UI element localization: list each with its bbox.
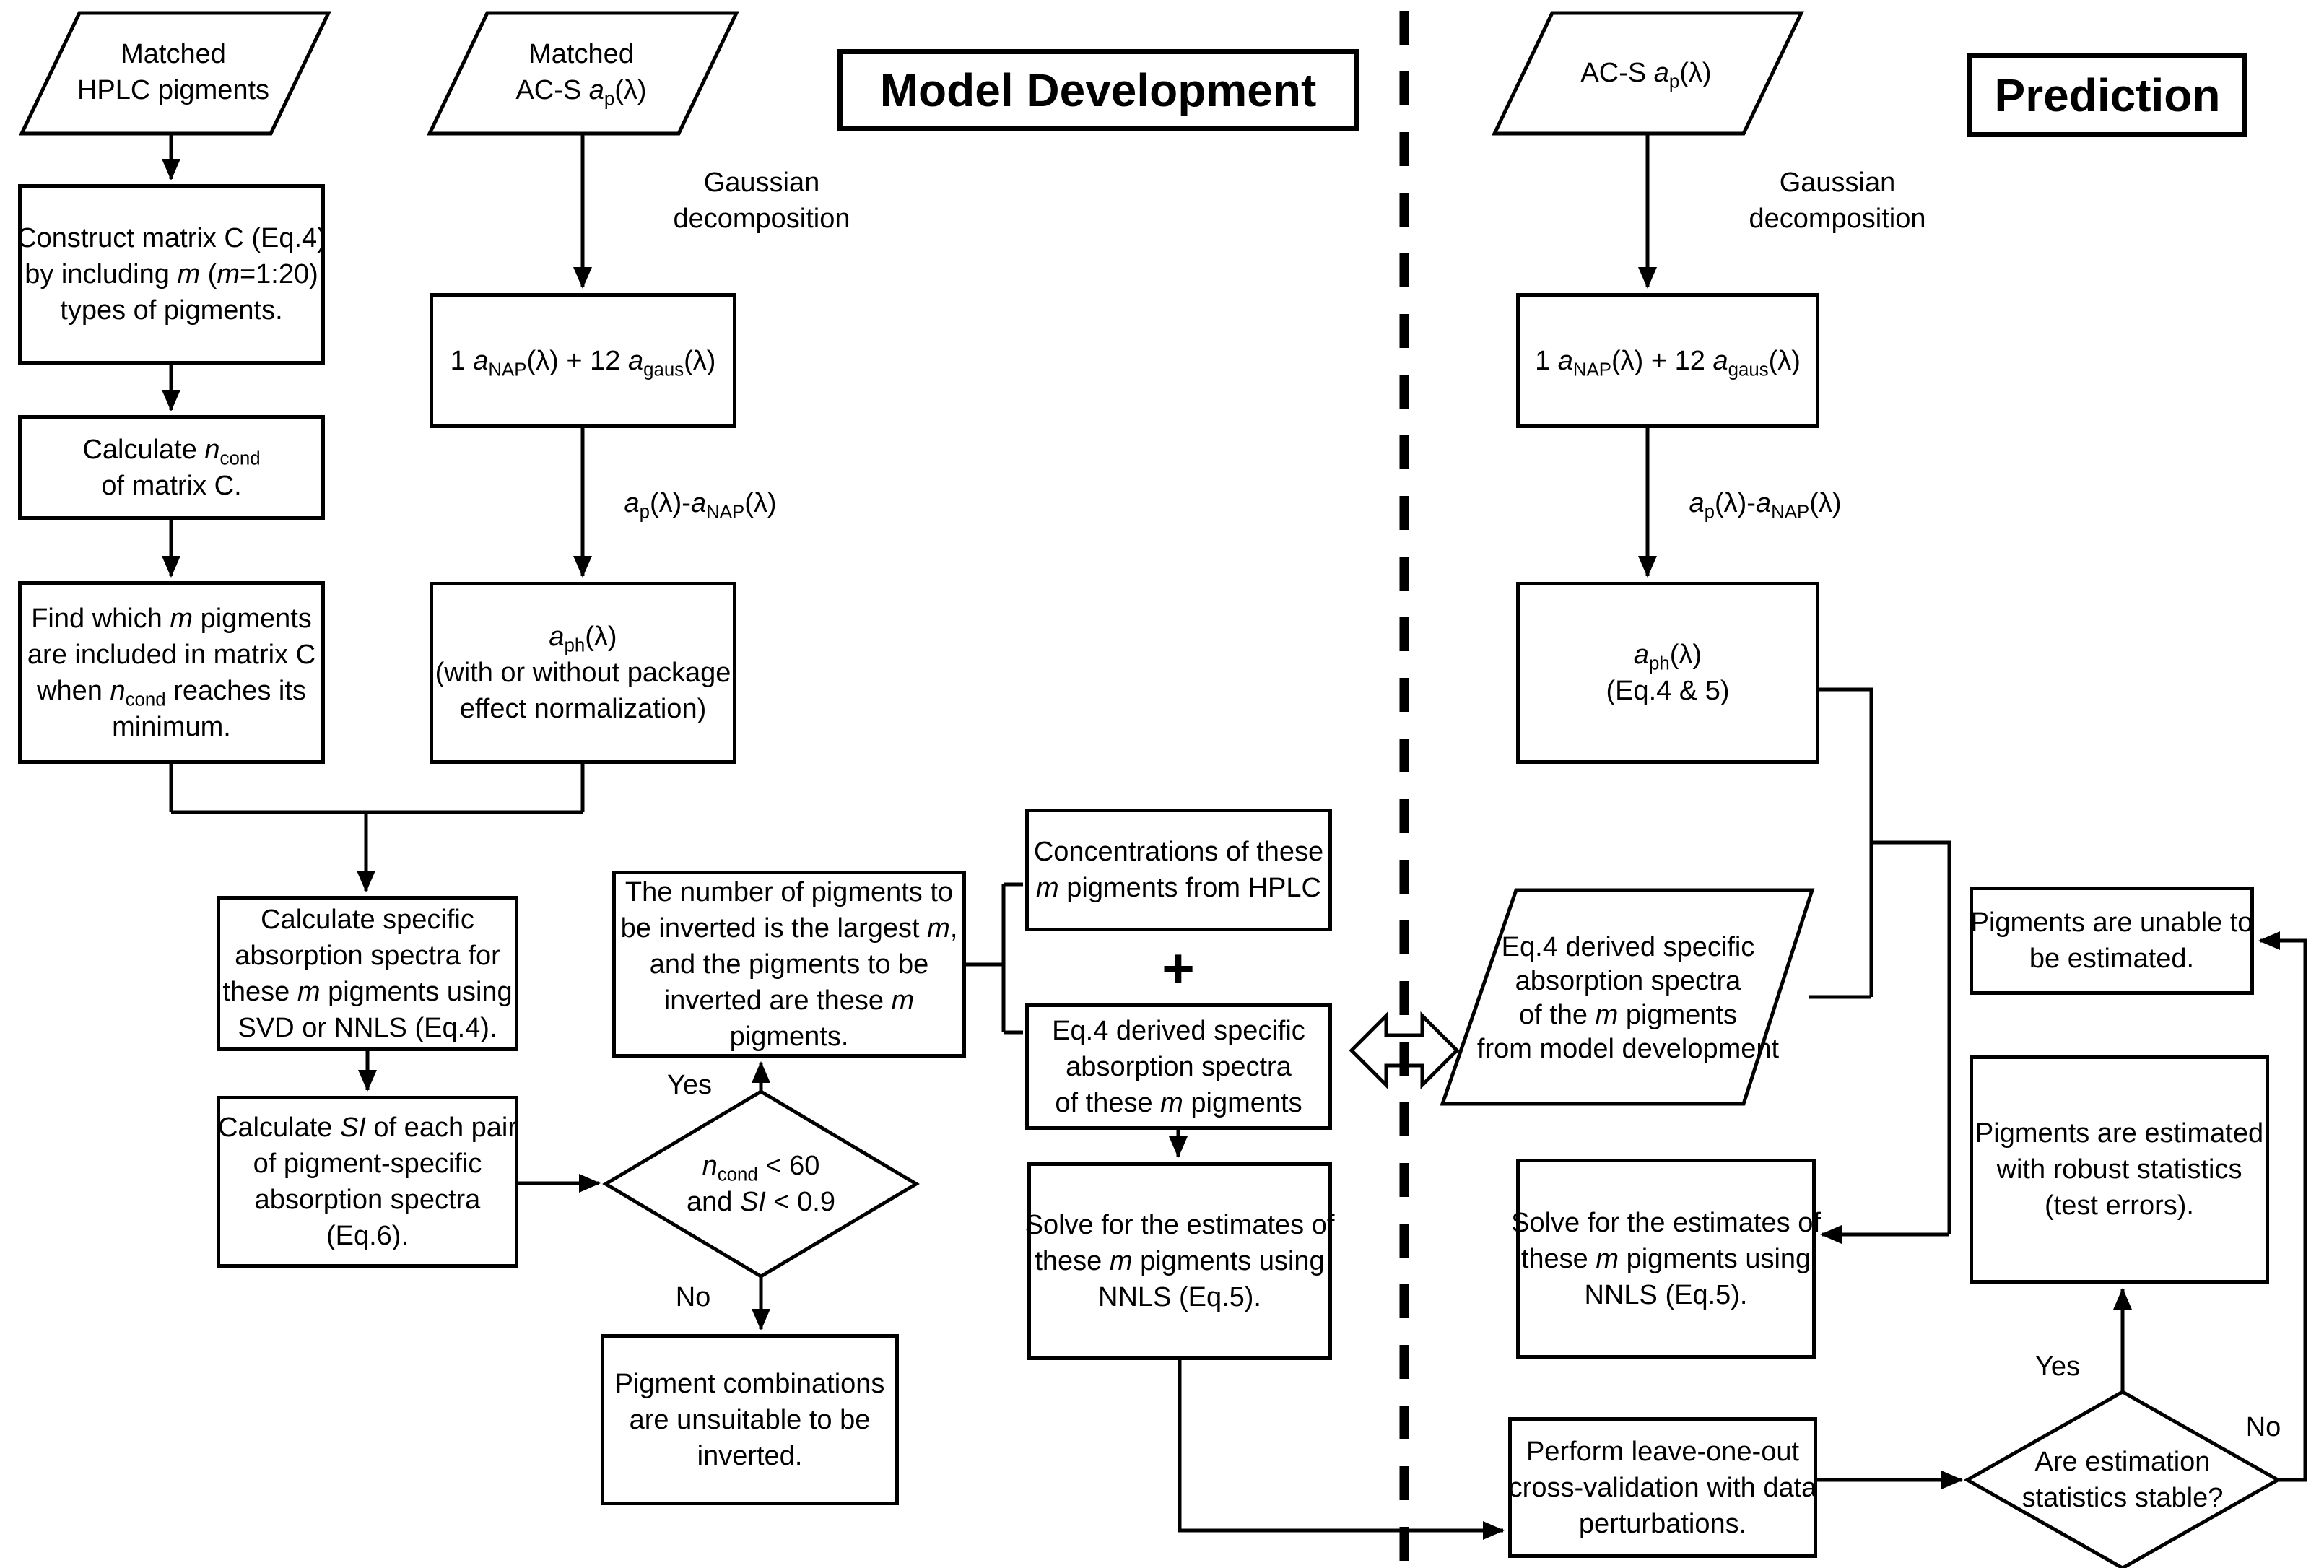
title-prediction: Prediction — [1967, 53, 2247, 137]
title-prediction-text: Prediction — [1994, 69, 2221, 121]
connector-aph-parallelogram-join — [1809, 687, 1951, 1234]
label-plus: + — [1162, 936, 1195, 1000]
parallelogram-acs-ap — [1492, 11, 1804, 136]
arrow-solveleft-to-crossvalidation — [1178, 1360, 1505, 1540]
connector-merge-lines — [169, 764, 585, 814]
label-ap-minus-anap-right: ap(λ)-aNAP(λ) — [1689, 488, 1842, 523]
label-yes-decision2: Yes — [2035, 1351, 2080, 1382]
title-model-development: Model Development — [837, 49, 1359, 131]
box-aph-eq45: aph(λ)(Eq.4 & 5) — [1516, 582, 1819, 764]
diamond-ncond-si — [602, 1089, 920, 1279]
label-yes-decision1: Yes — [667, 1070, 712, 1100]
label-ap-minus-anap-left: ap(λ)-aNAP(λ) — [624, 488, 777, 523]
connector-bracket — [963, 882, 1023, 1035]
double-arrow-equivalence — [1349, 1011, 1460, 1090]
box-construct-matrix: Construct matrix C (Eq.4)by including m … — [17, 184, 326, 365]
label-no-decision2: No — [2245, 1412, 2281, 1442]
box-gaussian-sum-right: 1 aNAP(λ) + 12 agaus(λ) — [1516, 293, 1819, 428]
parallelogram-matched-hplc — [19, 11, 331, 136]
title-model-development-text: Model Development — [879, 64, 1317, 116]
label-no-decision1: No — [675, 1282, 711, 1312]
box-gaussian-sum-left: 1 aNAP(λ) + 12 agaus(λ) — [430, 293, 736, 428]
arrow-decision2-no-loop — [2258, 931, 2307, 1482]
parallelogram-eq4-model-dev — [1440, 888, 1815, 1106]
parallelogram-matched-acs — [427, 11, 739, 136]
